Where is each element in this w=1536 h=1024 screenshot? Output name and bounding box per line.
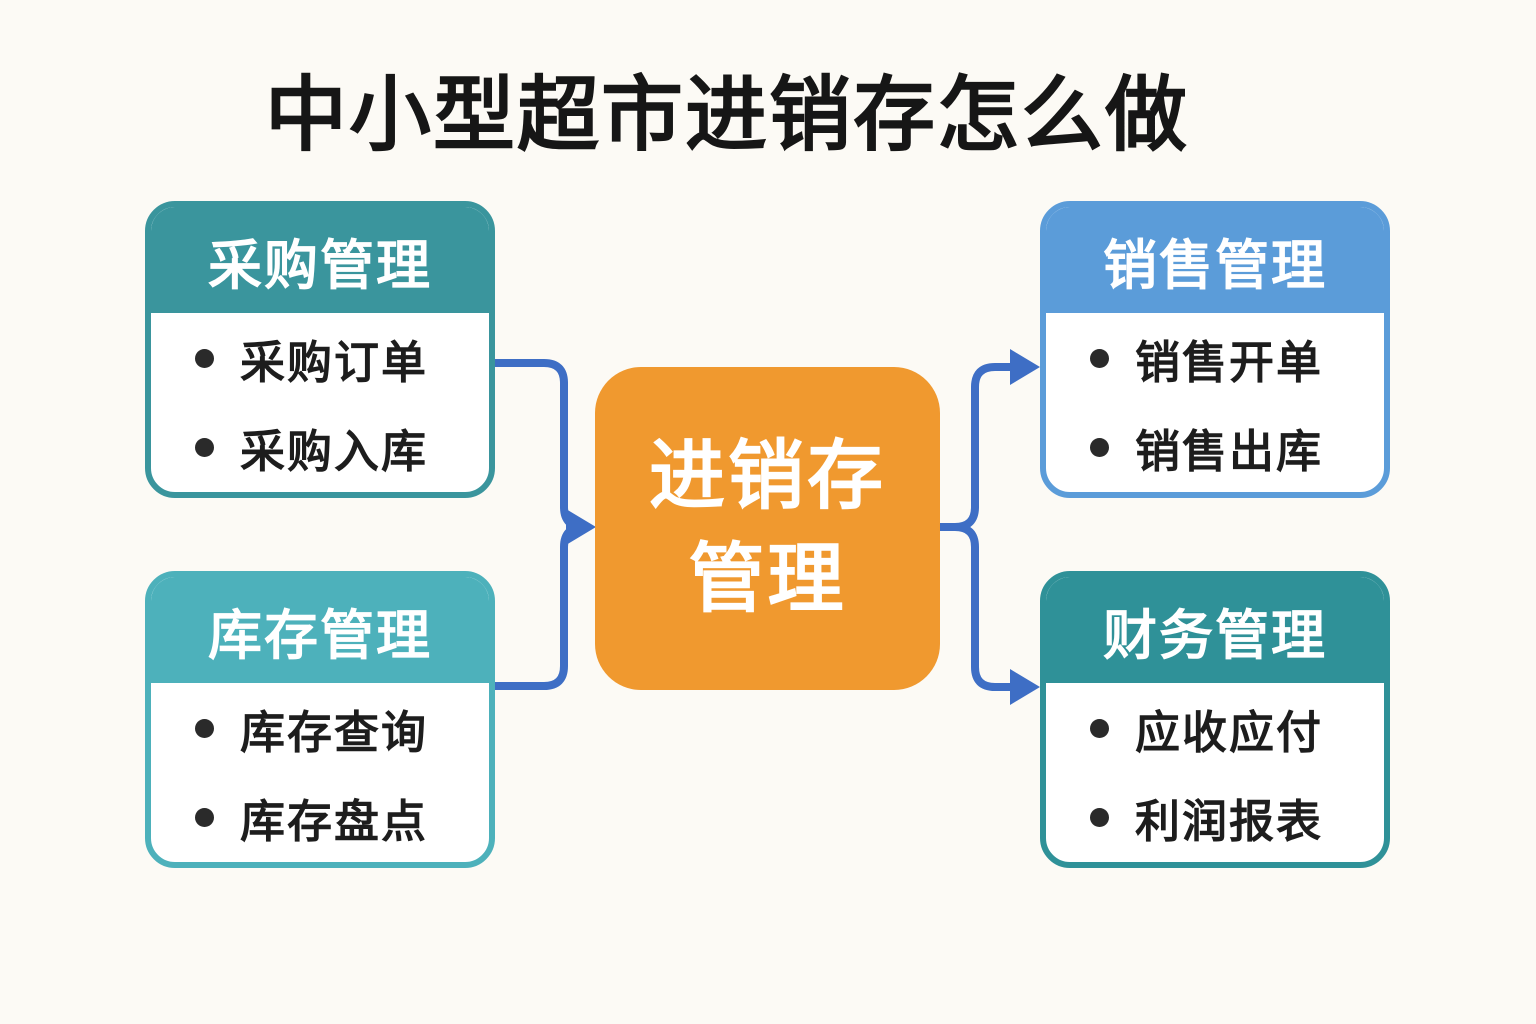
arrowhead-into-sales-icon bbox=[1010, 349, 1040, 385]
bullet-label: 采购订单 bbox=[240, 336, 429, 388]
arrowhead-into-finance-icon bbox=[1010, 669, 1040, 705]
arrowhead-into-center-icon bbox=[566, 509, 596, 545]
list-item: 利润报表 bbox=[1090, 785, 1384, 850]
card-finance-body: 应收应付 利润报表 bbox=[1046, 683, 1384, 862]
bullet-dot-icon bbox=[1090, 437, 1109, 457]
card-purchase-title: 采购管理 bbox=[208, 235, 432, 296]
list-item: 应收应付 bbox=[1090, 696, 1384, 761]
card-finance-header: 财务管理 bbox=[1046, 577, 1384, 683]
card-inventory-body: 库存查询 库存盘点 bbox=[151, 683, 489, 862]
bullet-dot-icon bbox=[1090, 718, 1109, 738]
bullet-label: 库存查询 bbox=[240, 706, 429, 758]
card-purchase: 采购管理 采购订单 采购入库 bbox=[145, 201, 495, 498]
connector-center-to-sales bbox=[940, 363, 1010, 531]
connector-inventory-to-center bbox=[492, 523, 585, 690]
center-node-line1: 进销存 bbox=[649, 433, 886, 519]
card-finance: 财务管理 应收应付 利润报表 bbox=[1040, 571, 1390, 868]
center-node-line2: 管理 bbox=[688, 536, 847, 622]
bullet-label: 库存盘点 bbox=[240, 795, 429, 847]
card-sales-header: 销售管理 bbox=[1046, 207, 1384, 313]
card-purchase-body: 采购订单 采购入库 bbox=[151, 313, 489, 492]
card-finance-title: 财务管理 bbox=[1103, 605, 1327, 666]
bullet-label: 销售出库 bbox=[1135, 425, 1324, 477]
list-item: 销售出库 bbox=[1090, 415, 1384, 480]
bullet-label: 销售开单 bbox=[1135, 336, 1324, 388]
card-sales: 销售管理 销售开单 销售出库 bbox=[1040, 201, 1390, 498]
card-sales-body: 销售开单 销售出库 bbox=[1046, 313, 1384, 492]
bullet-dot-icon bbox=[195, 437, 214, 457]
list-item: 库存盘点 bbox=[195, 785, 489, 850]
bullet-dot-icon bbox=[1090, 807, 1109, 827]
card-inventory-header: 库存管理 bbox=[151, 577, 489, 683]
card-inventory-title: 库存管理 bbox=[208, 605, 432, 666]
bullet-label: 利润报表 bbox=[1135, 795, 1324, 847]
list-item: 库存查询 bbox=[195, 696, 489, 761]
list-item: 销售开单 bbox=[1090, 326, 1384, 391]
card-inventory: 库存管理 库存查询 库存盘点 bbox=[145, 571, 495, 868]
bullet-label: 应收应付 bbox=[1135, 706, 1324, 758]
bullet-dot-icon bbox=[1090, 348, 1109, 368]
connector-purchase-to-center bbox=[492, 359, 585, 531]
bullet-dot-icon bbox=[195, 807, 214, 827]
connector-center-to-finance bbox=[940, 523, 1010, 691]
bullet-dot-icon bbox=[195, 718, 214, 738]
page-title: 中小型超市进销存怎么做 bbox=[264, 70, 1189, 161]
center-node: 进销存 管理 bbox=[595, 367, 940, 690]
bullet-dot-icon bbox=[195, 348, 214, 368]
card-purchase-header: 采购管理 bbox=[151, 207, 489, 313]
card-sales-title: 销售管理 bbox=[1103, 235, 1327, 296]
bullet-label: 采购入库 bbox=[240, 425, 429, 477]
list-item: 采购订单 bbox=[195, 326, 489, 391]
list-item: 采购入库 bbox=[195, 415, 489, 480]
